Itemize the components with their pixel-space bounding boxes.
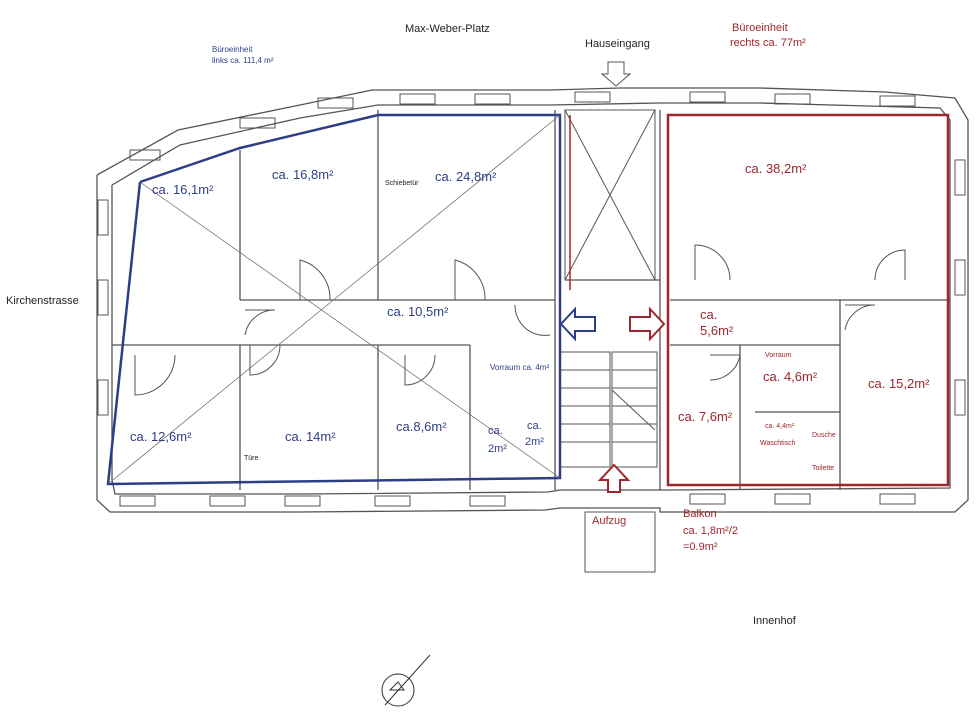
bath-area-label: ca. 4,4m² xyxy=(765,423,795,430)
room-label: ca. 24,8m² xyxy=(435,169,497,184)
room-label: ca. 4,6m² xyxy=(763,369,818,384)
street-top: Max-Weber-Platz xyxy=(405,23,490,35)
blue-arrow xyxy=(559,306,596,342)
right-unit-outline xyxy=(666,113,950,487)
room-label: ca. 10,5m² xyxy=(387,304,449,319)
balcony-half: =0.9m² xyxy=(683,541,718,553)
wc-label: 2m² xyxy=(488,443,507,455)
room-label: ca. 12,6m² xyxy=(130,429,192,444)
door-label: Türe xyxy=(244,455,259,462)
left-unit-area: links ca. 111,4 m² xyxy=(212,56,274,65)
compass-icon xyxy=(381,654,431,707)
right-unit-title: Büroeinheit xyxy=(732,22,788,34)
courtyard-label: Innenhof xyxy=(753,615,796,627)
room-label: ca. 16,1m² xyxy=(152,182,214,197)
windows xyxy=(97,91,966,507)
elevator-arrow xyxy=(597,463,631,493)
balcony-area: ca. 1,8m²/2 xyxy=(683,525,739,537)
washbasin-label: Waschtisch xyxy=(760,440,796,447)
room-label: Vorraum ca. 4m² xyxy=(490,363,550,372)
room-label: ca. 7,6m² xyxy=(678,409,733,424)
vestibule-label: Vorraum xyxy=(765,352,792,359)
room-label: ca. 16,8m² xyxy=(272,167,334,182)
room-label: 5,6m² xyxy=(700,323,734,338)
red-arrow xyxy=(629,306,666,342)
wc-label: 2m² xyxy=(525,436,544,448)
wc-label: ca. xyxy=(527,420,542,432)
left-unit-title: Büroeinheit xyxy=(212,45,253,54)
outer-walls xyxy=(96,87,969,513)
entrance-arrow xyxy=(600,61,632,87)
room-label: ca. 15,2m² xyxy=(868,376,930,391)
street-left: Kirchenstrasse xyxy=(6,295,79,307)
room-label: ca. 14m² xyxy=(285,429,336,444)
entrance-label: Hauseingang xyxy=(585,38,650,50)
sliding-door-label: Schiebetür xyxy=(385,180,419,187)
door-swings xyxy=(134,244,906,396)
elevator-label: Aufzug xyxy=(592,515,627,527)
room-label: ca.8,6m² xyxy=(396,419,447,434)
right-unit-area: rechts ca. 77m² xyxy=(730,37,806,49)
balcony-label: Balkon xyxy=(683,508,717,520)
shower-label: Dusche xyxy=(812,432,836,439)
wc-label: ca. xyxy=(488,425,503,437)
room-label: ca. xyxy=(700,307,718,322)
stairwell xyxy=(559,109,658,573)
room-label: ca. 38,2m² xyxy=(745,161,807,176)
left-unit-diagonals xyxy=(107,114,561,485)
toilet-label: Toilette xyxy=(812,465,835,472)
